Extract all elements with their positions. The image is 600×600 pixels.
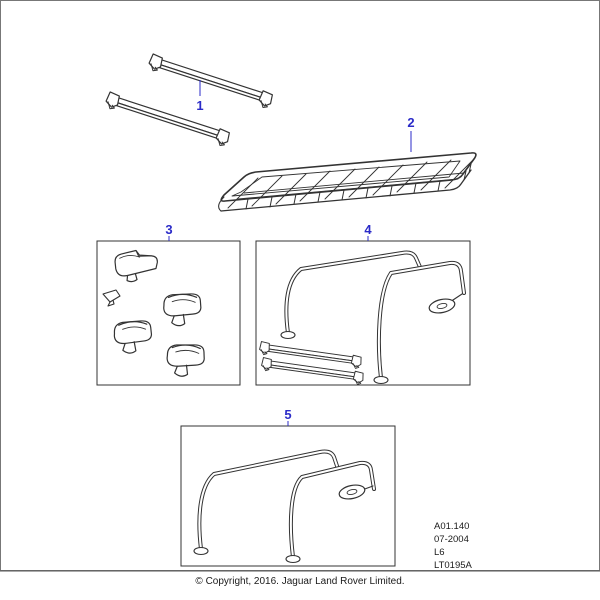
copyright-text: © Copyright, 2016. Jaguar Land Rover Lim… [195, 576, 405, 587]
roof-basket-drawing [218, 152, 477, 212]
date-code: 07-2004 [434, 534, 469, 545]
roof-rail-kit-drawing [193, 449, 376, 564]
clamp-drawing [164, 341, 207, 379]
roof-crossbar-pair-drawing [103, 53, 275, 148]
crossbar-drawing [103, 91, 232, 148]
clamp-drawing [161, 291, 203, 328]
callout-4[interactable]: 4 [364, 222, 372, 237]
crossbar-drawing [146, 53, 275, 110]
sheet-code: LT0195A [434, 560, 472, 571]
callout-5[interactable]: 5 [284, 407, 291, 422]
clamp-drawing [113, 319, 153, 355]
catalog-code: A01.140 [434, 521, 470, 532]
reference-block: A01.140 07-2004 L6 LT0195A [434, 520, 472, 572]
bracket-drawing [113, 247, 160, 284]
roof-rail-crossbar-kit-drawing [258, 250, 466, 386]
callout-1[interactable]: 1 [196, 98, 203, 113]
page-frame [0, 0, 600, 571]
kit-box-4 [255, 240, 471, 386]
callout-2[interactable]: 2 [407, 115, 414, 130]
kit-box-5 [180, 425, 396, 567]
mounting-clamp-kit-drawing [102, 247, 207, 379]
clip-drawing [102, 289, 121, 307]
callout-3[interactable]: 3 [165, 222, 172, 237]
variant-code: L6 [434, 547, 445, 558]
